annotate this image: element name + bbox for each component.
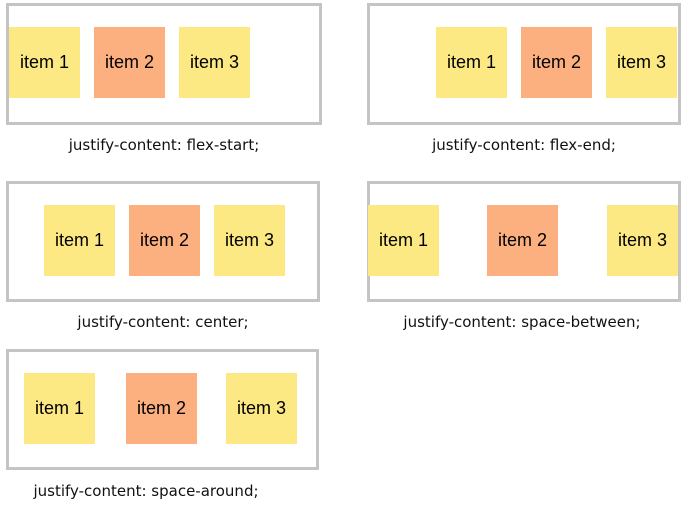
demo-space-around: item 1 item 2 item 3 justify-content: sp… bbox=[6, 349, 319, 508]
caption-space-between: justify-content: space-between; bbox=[403, 313, 641, 331]
flex-item-2: item 2 bbox=[129, 205, 200, 276]
flex-item-3: item 3 bbox=[226, 373, 297, 444]
demo-center: item 1 item 2 item 3 justify-content: ce… bbox=[6, 181, 320, 341]
flex-item-2: item 2 bbox=[487, 205, 558, 276]
flex-item-3: item 3 bbox=[607, 205, 678, 276]
flex-item-2: item 2 bbox=[521, 27, 592, 98]
flex-item-2: item 2 bbox=[94, 27, 165, 98]
flex-item-3: item 3 bbox=[179, 27, 250, 98]
caption-space-around: justify-content: space-around; bbox=[33, 482, 259, 500]
flex-item-1: item 1 bbox=[24, 373, 95, 444]
caption-flex-end: justify-content: flex-end; bbox=[432, 136, 616, 154]
demo-flex-end: item 1 item 2 item 3 justify-content: fl… bbox=[367, 3, 681, 163]
flex-item-1: item 1 bbox=[44, 205, 115, 276]
flex-item-3: item 3 bbox=[606, 27, 677, 98]
caption-center: justify-content: center; bbox=[77, 313, 249, 331]
demo-flex-start: item 1 item 2 item 3 justify-content: fl… bbox=[6, 3, 322, 163]
flex-item-1: item 1 bbox=[368, 205, 439, 276]
flex-item-1: item 1 bbox=[9, 27, 80, 98]
flex-item-2: item 2 bbox=[126, 373, 197, 444]
demo-space-between: item 1 item 2 item 3 justify-content: sp… bbox=[367, 181, 681, 341]
flex-item-1: item 1 bbox=[436, 27, 507, 98]
flex-item-3: item 3 bbox=[214, 205, 285, 276]
caption-flex-start: justify-content: flex-start; bbox=[68, 136, 260, 154]
